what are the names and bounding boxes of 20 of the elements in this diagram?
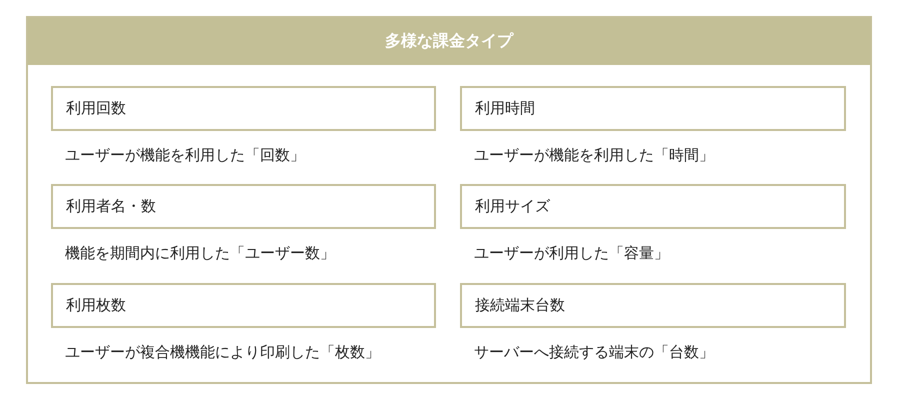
category-label: 利用サイズ <box>475 197 550 216</box>
category-panel <box>26 16 872 384</box>
description-text: ユーザーが機能を利用した「回数」 <box>65 145 305 165</box>
description-text: サーバーへ接続する端末の「台数」 <box>474 342 714 362</box>
category-label: 利用時間 <box>475 99 535 118</box>
description-text: ユーザーが複合機機能により印刷した「枚数」 <box>65 342 380 362</box>
panel-title: 多様な課金タイプ <box>385 31 513 52</box>
category-label: 接続端末台数 <box>475 296 565 315</box>
description-text: 機能を期間内に利用した「ユーザー数」 <box>65 243 335 263</box>
description-text: ユーザーが機能を利用した「時間」 <box>474 145 714 165</box>
category-box <box>51 184 436 229</box>
category-label: 利用枚数 <box>66 296 126 315</box>
category-label: 利用回数 <box>66 99 126 118</box>
category-box <box>51 86 436 131</box>
category-label: 利用者名・数 <box>66 197 156 216</box>
description-text: ユーザーが利用した「容量」 <box>474 243 669 263</box>
category-box <box>460 184 846 229</box>
category-box <box>460 86 846 131</box>
category-box <box>51 283 436 328</box>
category-box <box>460 283 846 328</box>
